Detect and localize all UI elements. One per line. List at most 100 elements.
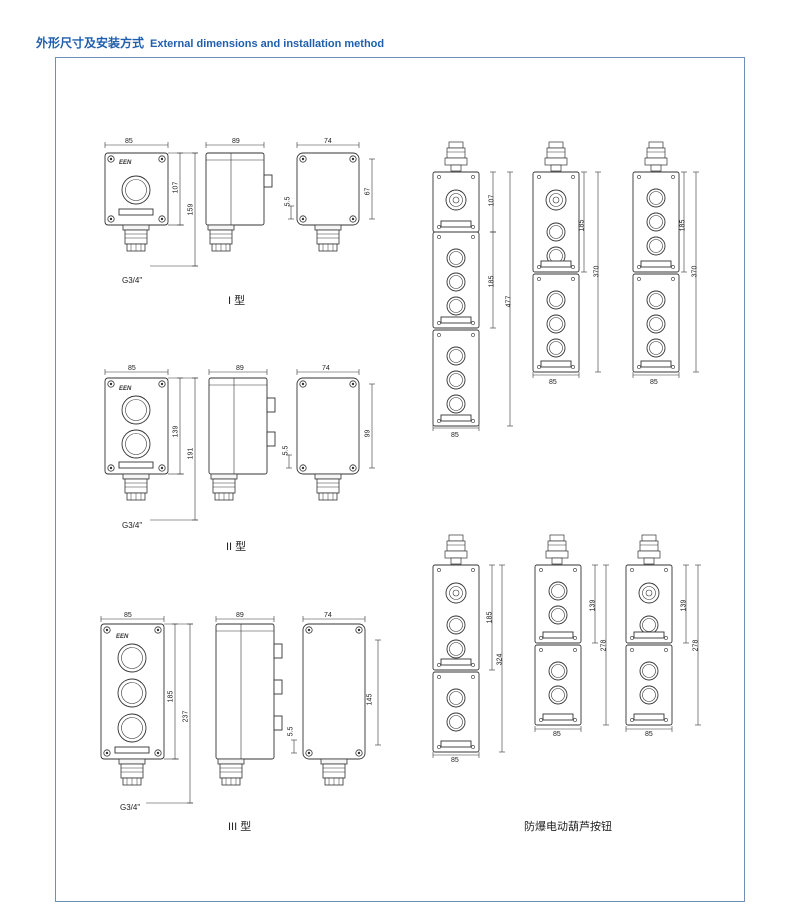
dim-h6-139: 139 — [680, 599, 688, 612]
dim-t1-159: 159 — [187, 203, 195, 216]
dim-t1-107: 107 — [172, 181, 180, 194]
dim-t1-mount-w: 74 — [324, 138, 332, 145]
dim-t1-width: 85 — [125, 138, 133, 145]
screw-icon — [637, 277, 641, 281]
dim-t2-mount-w: 74 — [322, 365, 330, 372]
dim-t3-185: 185 — [167, 690, 175, 703]
t2-front-body — [104, 377, 169, 475]
screw-icon — [571, 175, 575, 179]
dim-h4-324: 324 — [496, 653, 504, 666]
hoist-nameplate — [440, 658, 472, 666]
dim-t3-145: 145 — [366, 693, 374, 706]
dim-t2-99: 99 — [364, 429, 372, 438]
dim-h1-185: 185 — [488, 275, 496, 288]
screw-icon — [671, 277, 675, 281]
screw-icon — [664, 568, 668, 572]
h5-module-1 — [534, 564, 582, 644]
push-button-icon — [546, 290, 566, 310]
dim-t2-139: 139 — [172, 425, 180, 438]
dim-h1-477: 477 — [505, 295, 513, 308]
cable-gland-icon — [217, 758, 245, 786]
emergency-stop-icon — [638, 582, 660, 604]
t2-mount-body — [296, 377, 360, 475]
emergency-stop-icon — [445, 189, 467, 211]
h6-module-2 — [625, 644, 673, 726]
dim-t2-width: 85 — [128, 365, 136, 372]
push-button-icon — [548, 605, 568, 625]
t3-nameplate — [114, 746, 150, 754]
cable-gland-icon — [207, 224, 235, 252]
cable-gland-icon — [122, 224, 150, 252]
screw-icon — [537, 277, 541, 281]
push-button-icon — [646, 188, 666, 208]
dim-t3-55: 5.5 — [287, 726, 295, 737]
hoist-nameplate — [440, 414, 472, 422]
screw-icon — [471, 675, 475, 679]
dim-h2-185: 185 — [578, 219, 586, 232]
hoist-nameplate — [440, 740, 472, 748]
cable-gland-icon — [314, 224, 342, 252]
hoist-nameplate — [440, 316, 472, 324]
top-gland-icon — [444, 534, 468, 565]
push-button-icon — [546, 222, 566, 242]
push-button-icon — [117, 678, 147, 708]
top-gland-icon — [545, 534, 569, 565]
type3-label: III 型 — [228, 821, 252, 833]
header-title-en: External dimensions and installation met… — [150, 38, 385, 50]
push-button-icon — [446, 639, 466, 659]
push-button-icon — [446, 296, 466, 316]
hoist-nameplate — [542, 713, 574, 721]
hoist-label: 防爆电动葫芦按钮 — [524, 821, 612, 833]
cable-gland-icon — [320, 758, 348, 786]
dim-t3-depth: 89 — [236, 612, 244, 619]
cable-gland-icon — [314, 473, 342, 501]
screw-icon — [573, 648, 577, 652]
screw-icon — [471, 235, 475, 239]
dim-t1-55: 5.5 — [284, 196, 292, 207]
dim-h5-278: 278 — [600, 639, 608, 652]
t1-nameplate — [118, 208, 154, 216]
dim-h1-width: 85 — [451, 432, 459, 439]
dim-h6-width: 85 — [645, 731, 653, 738]
h2-module-1 — [532, 171, 580, 273]
cable-gland-icon — [210, 473, 238, 501]
dim-t3-mount-w: 74 — [324, 612, 332, 619]
t3-side-boss — [273, 643, 283, 659]
push-button-icon — [446, 615, 466, 635]
hoist-nameplate — [542, 631, 574, 639]
top-gland-icon — [544, 141, 568, 172]
dim-h3-370: 370 — [691, 265, 699, 278]
push-button-icon — [446, 712, 466, 732]
push-button-icon — [121, 429, 151, 459]
push-button-icon — [639, 685, 659, 705]
dim-h3-width: 85 — [650, 379, 658, 386]
thread-label-1: G3/4" — [122, 276, 143, 285]
screw-icon — [637, 175, 641, 179]
dim-t3-width: 85 — [124, 612, 132, 619]
push-button-icon — [548, 581, 568, 601]
push-button-icon — [446, 688, 466, 708]
h5-module-2 — [534, 644, 582, 726]
push-button-icon — [546, 338, 566, 358]
hoist-nameplate — [633, 631, 665, 639]
thread-label-3: G3/4" — [120, 803, 141, 812]
screw-icon — [471, 333, 475, 337]
h4-module-2 — [432, 671, 480, 753]
dim-h2-width: 85 — [549, 379, 557, 386]
dim-h3-185: 185 — [679, 219, 687, 232]
dim-h5-width: 85 — [553, 731, 561, 738]
t3-side-body — [215, 623, 275, 760]
dim-t2-191: 191 — [187, 447, 195, 460]
header-title-cn: 外形尺寸及安装方式 — [36, 36, 145, 50]
push-button-icon — [117, 713, 147, 743]
push-button-icon — [646, 212, 666, 232]
t2-side-boss — [266, 397, 276, 413]
push-button-icon — [646, 338, 666, 358]
dim-t2-depth: 89 — [236, 365, 244, 372]
dim-h4-185: 185 — [486, 611, 494, 624]
screw-icon — [437, 175, 441, 179]
t2-side-body — [208, 377, 268, 475]
push-button-icon — [446, 394, 466, 414]
screw-icon — [539, 648, 543, 652]
